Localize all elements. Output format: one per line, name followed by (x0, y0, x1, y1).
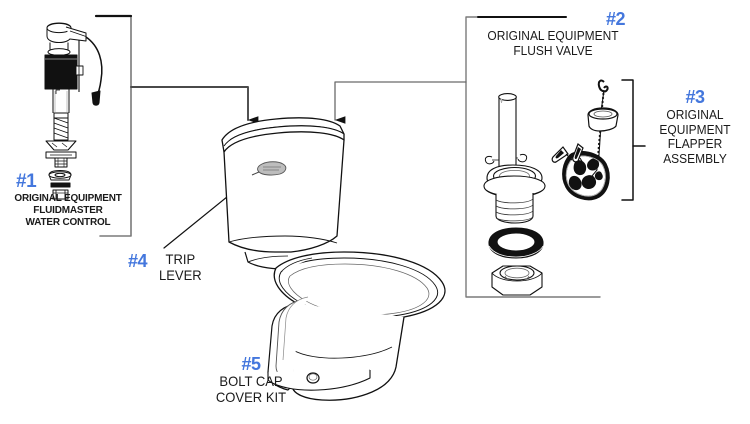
callout-part-1: #1 ORIGINAL EQUIPMENT FLUIDMASTER WATER … (6, 171, 130, 228)
callout-3-line-2: EQUIPMENT (659, 121, 731, 137)
bracket-part-2 (465, 16, 601, 298)
callout-5-description: BOLT CAP COVER KIT (200, 373, 302, 405)
callout-4-description: TRIP LEVER (159, 251, 203, 283)
callout-part-2: #2 ORIGINAL EQUIPMENT FLUSH VALVE (473, 9, 633, 58)
callout-3-description: ORIGINAL EQUIPMENT FLAPPER ASSEMBLY (649, 108, 741, 166)
callout-2-line-1: ORIGINAL EQUIPMENT (487, 28, 619, 44)
callout-1-line-3: WATER CONTROL (25, 215, 111, 228)
callout-1-line-2: FLUIDMASTER (33, 203, 103, 216)
callout-3-number: #3 (685, 87, 705, 107)
leader-part-2-to-tank (334, 81, 467, 124)
part-toilet-drawing (221, 117, 446, 401)
callout-4-line-2: LEVER (159, 266, 203, 283)
callout-2-number: #2 (605, 9, 626, 29)
callout-3-line-1: ORIGINAL (666, 107, 724, 123)
flush-valve-gasket (488, 227, 544, 259)
callout-1-line-1: ORIGINAL EQUIPMENT (14, 192, 122, 205)
flapper-body (562, 150, 610, 201)
callout-5-number: #5 (241, 354, 261, 374)
callout-4-line-1: TRIP (166, 251, 196, 267)
part-fill-valve-drawing (44, 22, 103, 200)
callout-part-4: #4 TRIP LEVER (128, 251, 248, 285)
callout-3-line-4: ASSEMBLY (663, 150, 727, 166)
bracket-part-3 (621, 79, 646, 201)
callout-2-description: ORIGINAL EQUIPMENT FLUSH VALVE (479, 29, 626, 58)
callout-1-description: ORIGINAL EQUIPMENT FLUIDMASTER WATER CON… (9, 192, 127, 228)
callout-part-3: #3 ORIGINAL EQUIPMENT FLAPPER ASSEMBLY (645, 87, 745, 166)
callout-3-line-3: FLAPPER (667, 136, 723, 152)
callout-5-line-1: BOLT CAP (219, 373, 283, 390)
bolt-cap (306, 372, 320, 384)
part-flush-valve-drawing (483, 93, 546, 296)
leader-part-1-to-tank (130, 86, 259, 124)
part-flapper-drawing (551, 79, 619, 201)
trip-lever-handle (251, 161, 287, 176)
callout-2-line-2: FLUSH VALVE (513, 42, 593, 58)
callout-1-number: #1 (16, 171, 37, 192)
callout-5-line-2: COVER KIT (215, 388, 287, 405)
callout-4-number: #4 (128, 251, 148, 271)
callout-part-5: #5 BOLT CAP COVER KIT (196, 354, 306, 405)
flush-valve-locknut (491, 265, 543, 296)
